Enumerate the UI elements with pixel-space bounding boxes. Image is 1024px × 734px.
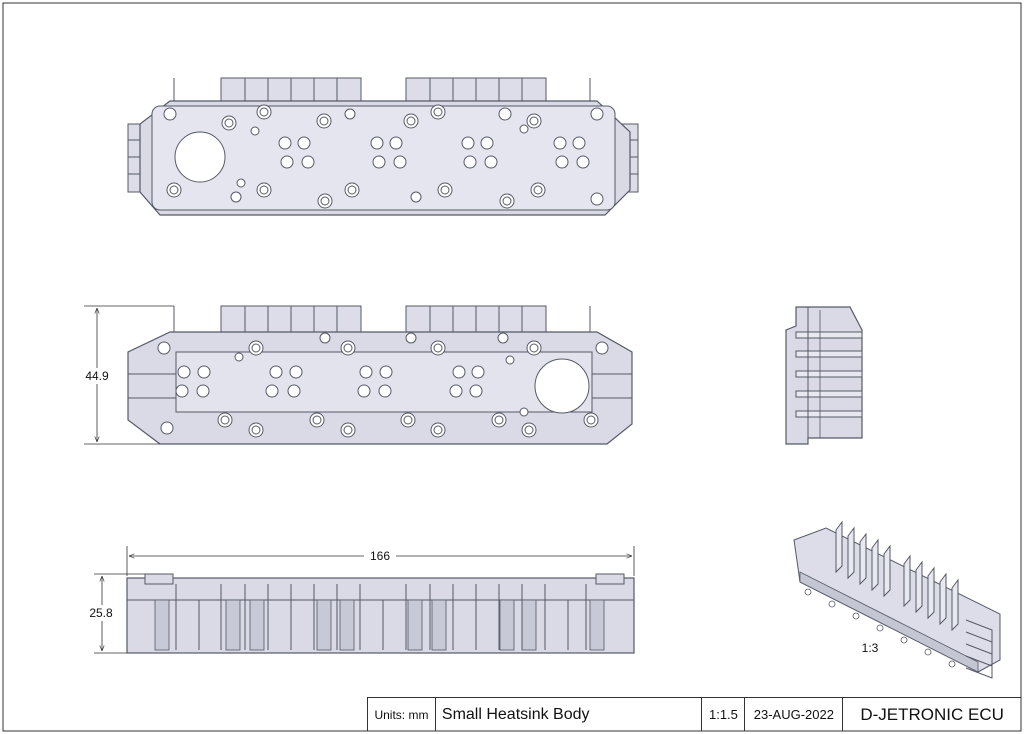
side-view (785, 306, 863, 445)
project-name: D-JETRONIC ECU (860, 704, 1004, 724)
iso-scale-label: 1:3 (862, 641, 879, 655)
part-name: Small Heatsink Body (436, 698, 703, 731)
front-view: 44.9 (82, 305, 633, 445)
dim-length: 166 (370, 549, 390, 563)
units-label: Units: mm (368, 698, 436, 731)
dim-height: 44.9 (85, 369, 109, 383)
top-view (127, 77, 639, 216)
dim-depth: 25.8 (89, 606, 113, 620)
drawing-date: 23-AUG-2022 (745, 698, 844, 731)
drawing-scale: 1:1.5 (702, 698, 746, 731)
bottom-view: 166 25.8 (84, 546, 635, 654)
title-block: Units: mm Small Heatsink Body 1:1.5 23-A… (367, 697, 1021, 731)
isometric-view: 1:3 (793, 520, 1001, 679)
